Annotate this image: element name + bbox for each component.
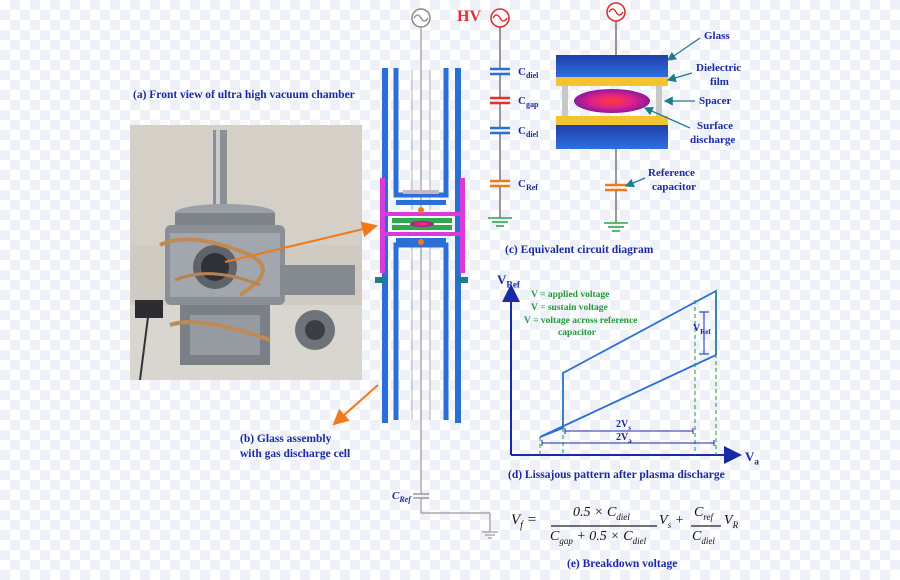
- glass-assembly: [375, 8, 468, 490]
- x-axis-label: Va: [745, 449, 759, 467]
- two-va-annotation: 2Va: [616, 432, 632, 445]
- caption-b-line1: (b) Glass assembly: [240, 433, 332, 445]
- caption-b-line2: with gas discharge cell: [240, 448, 351, 460]
- formula-vr: VR: [724, 513, 739, 530]
- formula-vs: Vs +: [659, 513, 685, 530]
- caption-d: (d) Lissajous pattern after plasma disch…: [508, 469, 725, 481]
- legend-capacitor: capacitor: [558, 328, 596, 338]
- lissajous-pattern: [502, 284, 742, 464]
- formula-num1: 0.5 × Cdiel: [573, 505, 630, 522]
- glass-top-plate: [556, 55, 668, 77]
- legend-va: V = applied voltage: [531, 290, 610, 300]
- outer-tube-right: [455, 68, 461, 423]
- surface-callout-2: discharge: [690, 134, 736, 146]
- hv-label: HV: [457, 8, 481, 25]
- dielectric-callout-2: film: [710, 76, 729, 88]
- c-ref-assembly-label: CRef: [392, 490, 411, 505]
- caption-c: (c) Equivalent circuit diagram: [505, 244, 654, 256]
- c-gap-label: Cgap: [518, 95, 539, 110]
- caption-e: (e) Breakdown voltage: [567, 558, 678, 570]
- formula-lhs: Vf =: [511, 512, 537, 531]
- formula-num2: Cref: [694, 505, 714, 522]
- glass-callout: Glass: [704, 30, 730, 42]
- vref-annotation: VRef: [693, 323, 711, 336]
- reference-callout-2: capacitor: [652, 181, 696, 193]
- legend-vs: V = sustain voltage: [531, 303, 608, 313]
- formula-den2: Cdiel: [692, 529, 715, 546]
- plasma-discharge: [574, 89, 650, 113]
- c-diel-top-label: Cdiel: [518, 66, 539, 81]
- equivalent-circuit: [488, 2, 701, 232]
- surface-callout-1: Surface: [697, 120, 734, 132]
- formula-den1: Cgap + 0.5 × Cdiel: [550, 529, 647, 546]
- c-ref-label: CRef: [518, 178, 538, 193]
- caption-a: (a) Front view of ultra high vacuum cham…: [133, 89, 355, 101]
- legend-vref: V = voltage across reference: [524, 316, 638, 326]
- dielectric-top: [556, 77, 668, 86]
- c-diel-bottom-label: Cdiel: [518, 125, 539, 140]
- vacuum-chamber-photo: [130, 125, 362, 380]
- two-vs-annotation: 2Vs: [616, 419, 631, 432]
- dielectric-bottom: [556, 116, 668, 125]
- reference-callout-1: Reference: [648, 167, 695, 179]
- y-axis-label: VRef: [497, 272, 520, 290]
- dielectric-callout-1: Dielectric: [696, 62, 742, 74]
- spacer-callout: Spacer: [699, 95, 732, 107]
- glass-bottom-plate: [556, 125, 668, 149]
